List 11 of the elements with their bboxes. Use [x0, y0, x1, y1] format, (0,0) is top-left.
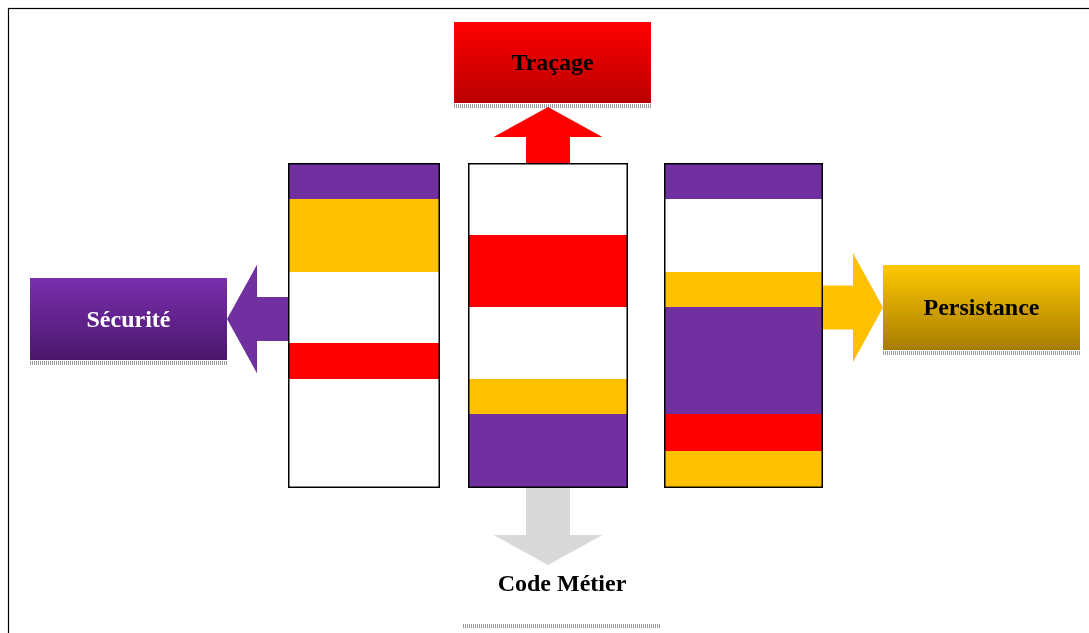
label-box [883, 265, 1080, 350]
block-arrow [227, 264, 288, 374]
box-label: Code Métier [497, 569, 627, 597]
label-box [454, 22, 651, 103]
block-arrow [823, 253, 883, 362]
box-label: Persistance [923, 294, 1040, 321]
box-label: Sécurité [86, 305, 171, 333]
label-box [30, 278, 227, 360]
block-arrow [493, 488, 603, 565]
block-arrow [493, 107, 603, 163]
box-label: Traçage [511, 49, 594, 76]
